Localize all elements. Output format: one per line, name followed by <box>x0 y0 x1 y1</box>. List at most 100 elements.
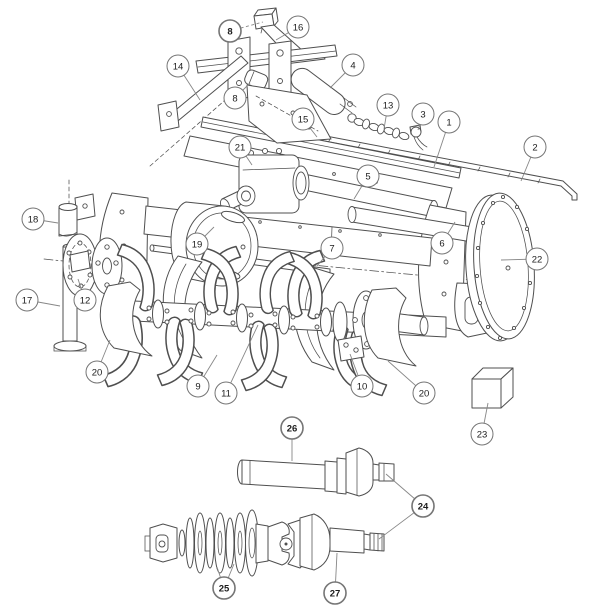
callout-number: 8 <box>232 93 237 104</box>
callout-2: 2 <box>520 135 547 182</box>
callout-circle <box>228 135 252 159</box>
coupler-block <box>337 335 365 362</box>
callout-number: 24 <box>418 501 429 512</box>
callout-number: 1 <box>446 117 451 128</box>
callout-18: 18 <box>21 207 59 231</box>
callout-21: 21 <box>228 135 253 166</box>
skid-right <box>363 287 417 367</box>
callout-number: 20 <box>419 388 430 399</box>
callout-number: 13 <box>383 100 394 111</box>
driveline-lower-drawing <box>144 509 385 577</box>
callout-5: 5 <box>353 164 380 200</box>
callout-number: 4 <box>350 60 355 71</box>
callout-number: 7 <box>329 243 334 254</box>
callout-circle <box>320 236 344 260</box>
callout-number: 3 <box>420 109 425 120</box>
callout-16: 16 <box>275 15 310 41</box>
callout-circle <box>186 374 210 398</box>
callout-circle <box>323 581 347 605</box>
callout-20: 20 <box>387 360 436 405</box>
callout-22: 22 <box>500 247 549 271</box>
callout-circle <box>223 86 247 110</box>
callout-15: 15 <box>291 107 318 138</box>
callout-27: 27 <box>323 552 347 605</box>
callout-number: 8 <box>227 26 232 37</box>
callout-circle <box>376 93 400 117</box>
callout-number: 21 <box>235 142 246 153</box>
rotor-flange-small <box>332 301 348 343</box>
callout-14: 14 <box>166 54 201 101</box>
callout-circle <box>411 102 435 126</box>
callout-circle <box>85 360 109 384</box>
callout-number: 17 <box>22 295 33 306</box>
callout-circle <box>523 135 547 159</box>
skid-left <box>99 281 153 357</box>
callout-circle <box>411 494 435 518</box>
callout-number: 2 <box>532 142 537 153</box>
top-link-cylinder <box>290 67 357 115</box>
callout-circle <box>21 207 45 231</box>
callout-number: 19 <box>192 239 203 250</box>
callout-number: 10 <box>357 381 368 392</box>
driveline-upper-drawing <box>237 447 395 497</box>
callout-number: 5 <box>365 171 370 182</box>
callout-number: 12 <box>80 295 91 306</box>
rotor-assembly <box>99 243 447 397</box>
cube-part-drawing <box>471 367 514 409</box>
callout-3: 3 <box>411 102 435 131</box>
callout-number: 14 <box>173 61 184 72</box>
callout-circle <box>185 232 209 256</box>
callout-circle <box>291 107 315 131</box>
callout-26: 26 <box>280 416 304 461</box>
callout-13: 13 <box>376 93 400 130</box>
callout-number: 27 <box>330 588 341 599</box>
callout-number: 6 <box>439 238 444 249</box>
callout-number: 22 <box>532 254 543 265</box>
callout-number: 15 <box>298 114 309 125</box>
callout-circle <box>525 247 549 271</box>
callout-1: 1 <box>433 110 461 168</box>
callout-number: 16 <box>293 22 304 33</box>
callout-leader-line <box>225 324 259 394</box>
callout-circle <box>218 19 242 43</box>
callout-12: 12 <box>73 278 97 312</box>
callout-circle <box>430 231 454 255</box>
chain-drawing <box>347 113 410 140</box>
callout-circle <box>470 422 494 446</box>
callout-24: 24 <box>378 473 435 540</box>
callout-11: 11 <box>214 324 259 405</box>
callout-circle <box>356 164 380 188</box>
callout-circle <box>437 110 461 134</box>
callout-circle <box>212 576 236 600</box>
callout-19: 19 <box>185 226 215 256</box>
callout-4: 4 <box>329 53 365 89</box>
callout-8: 8 <box>223 82 251 110</box>
callout-9: 9 <box>186 354 218 398</box>
callout-10: 10 <box>349 353 374 398</box>
callout-6: 6 <box>430 221 456 255</box>
callout-number: 25 <box>219 583 230 594</box>
callout-circle <box>73 288 97 312</box>
callout-circle <box>412 381 436 405</box>
callout-circle <box>286 15 310 39</box>
callout-25: 25 <box>212 563 236 600</box>
side-cover-drawing <box>454 192 535 342</box>
callout-circle <box>341 53 365 77</box>
callout-circle <box>350 374 374 398</box>
callout-number: 26 <box>287 423 298 434</box>
callout-circle <box>166 54 190 78</box>
callout-number: 11 <box>221 388 231 399</box>
callout-number: 9 <box>195 381 200 392</box>
callout-20: 20 <box>85 339 111 384</box>
callout-circle <box>280 416 304 440</box>
leveling-rod-drawing <box>308 132 578 201</box>
three-point-hitch-assembly <box>157 7 357 144</box>
callout-8: 8 <box>218 19 264 43</box>
callout-number: 23 <box>477 429 488 440</box>
callout-number: 18 <box>28 214 39 225</box>
callout-circle <box>214 381 238 405</box>
callout-17: 17 <box>15 288 61 312</box>
